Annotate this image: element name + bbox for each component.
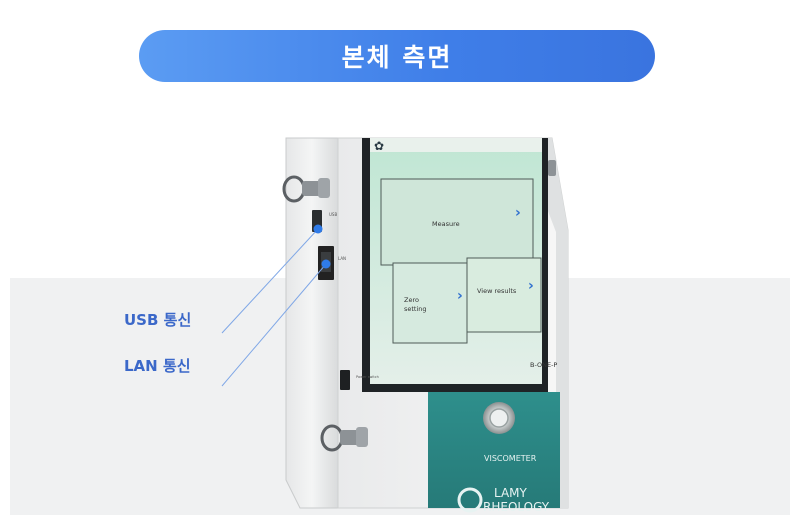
product-name: VISCOMETER (484, 454, 537, 463)
zero-setting-chevron: › (457, 288, 463, 304)
usb-callout-line (221, 228, 319, 334)
start-button[interactable] (489, 408, 509, 428)
power-switch (340, 370, 350, 390)
brand-logo: LAMY RHEOLOGY (457, 486, 550, 514)
measure-chevron: › (515, 205, 521, 221)
zero-setting-label-2: setting (404, 305, 427, 313)
lan-callout-line (221, 263, 327, 387)
zero-setting-label-1: Zero (404, 296, 419, 304)
device-side-panel (285, 137, 339, 509)
model-label: B-ONE-P (530, 361, 557, 369)
measure-label: Measure (432, 220, 460, 228)
gear-icon[interactable]: ✿ (374, 139, 384, 153)
section-title: 본체 측면 (341, 43, 453, 72)
lower-knob (320, 424, 368, 452)
view-results-label: View results (477, 287, 517, 295)
lan-callout-dot (321, 259, 331, 269)
view-results-button[interactable] (466, 257, 542, 333)
power-switch-label: Power switch (356, 375, 379, 379)
back-knob (548, 160, 556, 176)
usb-port-label: USB (329, 212, 337, 217)
usb-callout-dot (313, 224, 323, 234)
svg-text:LAMY: LAMY (494, 486, 528, 500)
svg-text:RHEOLOGY: RHEOLOGY (483, 500, 550, 514)
lan-callout-label: LAN 통신 (124, 357, 191, 375)
measure-button[interactable] (380, 178, 534, 266)
upper-knob (282, 175, 330, 203)
view-results-chevron: › (528, 278, 534, 294)
lan-port-label: LAN (338, 256, 346, 261)
screen-top-bar (370, 138, 542, 152)
usb-callout-label: USB 통신 (124, 311, 192, 329)
section-title-banner: 본체 측면 (139, 30, 655, 82)
